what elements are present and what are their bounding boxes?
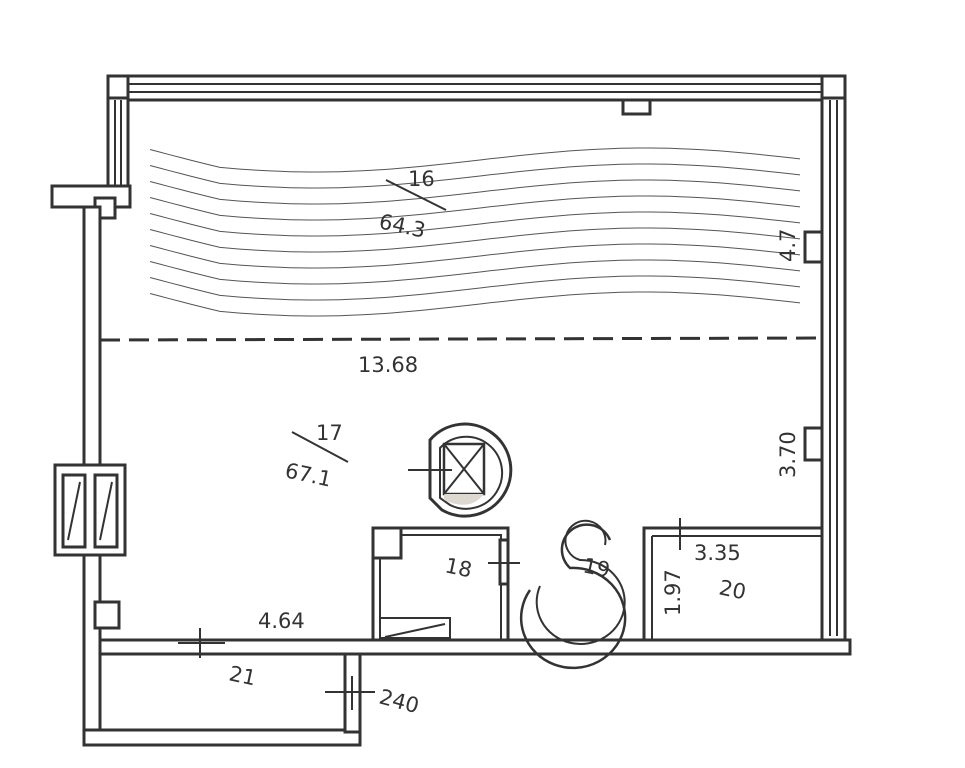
dim-divider-width: 13.68 <box>358 353 418 377</box>
area-labels: 16 64.3 17 67.1 18 19 20 21 <box>227 167 748 690</box>
room-21-number: 21 <box>227 661 258 690</box>
dim-room20-depth: 1.97 <box>661 569 685 616</box>
wave-line <box>149 195 801 221</box>
wave-line <box>149 227 801 253</box>
room-20-box <box>642 518 824 642</box>
room-18-number: 18 <box>443 553 474 582</box>
dimension-labels: 4.7 13.68 3.70 3.35 1.97 4.64 240 <box>258 229 800 719</box>
wave-line <box>149 147 801 173</box>
elevator-core <box>408 422 513 518</box>
room-16-number: 16 <box>408 167 435 191</box>
wave-line <box>149 211 801 237</box>
wave-line <box>149 243 801 269</box>
wave-line <box>149 275 801 301</box>
walls <box>50 74 852 747</box>
dim-bottom-left: 4.64 <box>258 609 305 633</box>
zone-divider-dashed <box>99 336 823 342</box>
room-19-spiral <box>519 519 627 670</box>
room-17-number: 17 <box>316 421 343 445</box>
wave-line <box>149 291 801 317</box>
door-marks <box>178 628 375 710</box>
dim-room21-height: 240 <box>377 685 422 719</box>
room-20-number: 20 <box>717 575 748 604</box>
room-18-box <box>371 526 520 642</box>
dim-room20-width: 3.35 <box>694 541 741 565</box>
wave-line <box>149 259 801 285</box>
room-17-area: 67.1 <box>283 458 334 491</box>
dim-right-upper: 4.7 <box>776 229 800 262</box>
water-waves <box>149 147 801 317</box>
wave-line <box>149 179 801 205</box>
wave-line <box>149 163 801 189</box>
dim-right-lower: 3.70 <box>776 431 800 478</box>
room-19-number: 19 <box>581 553 612 582</box>
